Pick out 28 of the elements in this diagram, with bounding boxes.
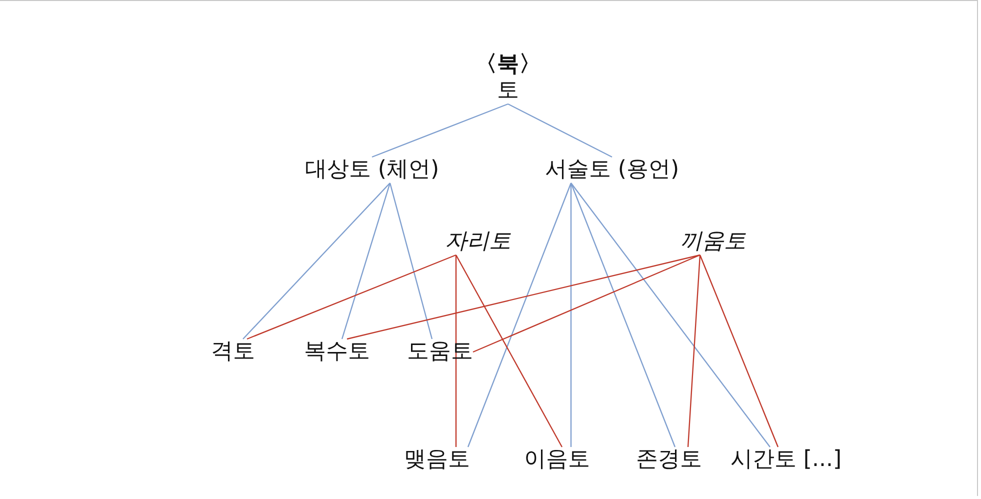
term-label: 이음토 bbox=[524, 447, 590, 473]
term-label: 토 bbox=[496, 78, 520, 104]
connector-line bbox=[372, 103, 508, 158]
connector-line bbox=[242, 182, 390, 340]
term-label: 끼움토 bbox=[680, 229, 746, 255]
connector-line bbox=[246, 254, 456, 340]
connector-line bbox=[687, 254, 701, 448]
connector-line bbox=[570, 183, 572, 447]
connector-line bbox=[508, 103, 612, 158]
connector-line bbox=[341, 182, 391, 340]
connector-line bbox=[570, 182, 676, 448]
term-label: 격토 bbox=[211, 339, 255, 365]
connector-line bbox=[699, 254, 779, 448]
term-label: 시간토 [...] bbox=[730, 447, 842, 473]
term-label: 서술토 (용언) bbox=[544, 157, 680, 183]
connector-line bbox=[455, 254, 563, 448]
connector-line bbox=[467, 182, 572, 448]
term-label: 복수토 bbox=[304, 339, 370, 365]
term-label: 존경토 bbox=[636, 447, 702, 473]
term-label: 자리토 bbox=[445, 229, 511, 255]
connector-line bbox=[346, 254, 700, 340]
connector-line bbox=[472, 254, 700, 353]
term-label: 대상토 (체언) bbox=[304, 157, 440, 183]
connector-line bbox=[389, 182, 433, 340]
connector-line bbox=[455, 255, 457, 447]
heading: 〈북〉 bbox=[475, 52, 541, 78]
connector-line bbox=[570, 182, 770, 448]
term-label: 맺음토 bbox=[404, 447, 470, 473]
